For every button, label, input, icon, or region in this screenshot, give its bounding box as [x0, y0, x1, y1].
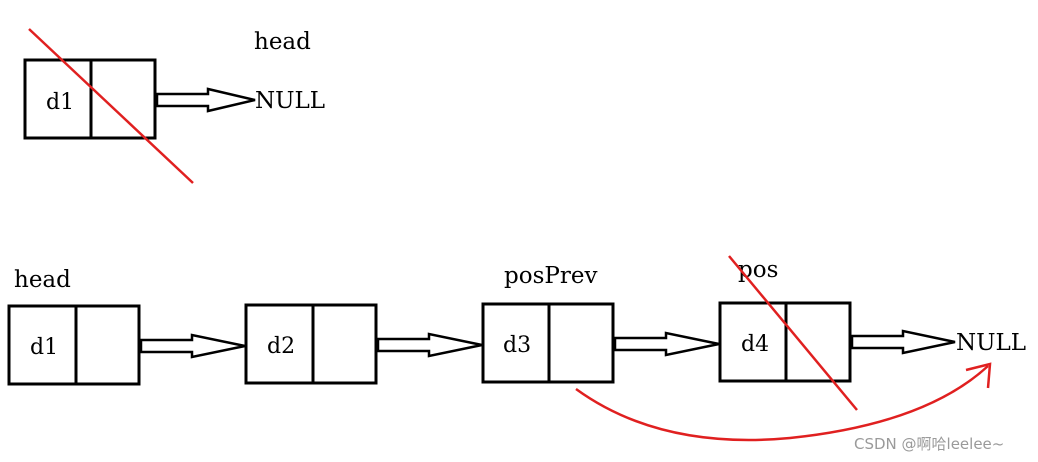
bottom-list: head posPrev pos d1 d2 d3 d4 — [7, 255, 1026, 442]
top-head-label: head — [254, 29, 311, 55]
relink-arrow-d3-to-null — [575, 365, 989, 442]
node-data: d4 — [741, 332, 769, 357]
node-box — [7, 304, 141, 386]
arrow-d2-to-d3 — [376, 332, 483, 358]
top-node-cross-out-mark — [28, 28, 194, 184]
bottom-node-d2: d2 — [244, 303, 378, 385]
arrow-d1-to-d2 — [139, 333, 246, 359]
top-null-label: NULL — [255, 88, 325, 114]
bottom-node-d1: d1 — [7, 304, 141, 386]
posprev-label: posPrev — [504, 263, 597, 289]
top-arrow-to-null — [155, 87, 256, 113]
top-list: head d1 NULL — [23, 28, 325, 184]
node-data: d1 — [30, 335, 58, 360]
bottom-head-label: head — [14, 267, 71, 293]
watermark: CSDN @啊哈leelee~ — [854, 435, 1004, 453]
bottom-null-label: NULL — [956, 330, 1026, 356]
d4-cross-out-mark — [728, 255, 858, 411]
node-data: d2 — [267, 334, 295, 359]
arrow-d4-to-null — [850, 329, 956, 355]
pos-label: pos — [738, 257, 778, 283]
node-data: d3 — [503, 333, 531, 358]
arrow-d3-to-d4 — [613, 331, 720, 357]
top-node-data: d1 — [46, 90, 74, 115]
top-node-d1: d1 — [23, 58, 157, 140]
relink-arrowhead — [965, 362, 992, 389]
bottom-node-d3: d3 — [481, 302, 615, 384]
node-box — [244, 303, 378, 385]
bottom-node-d4: d4 — [718, 301, 852, 383]
